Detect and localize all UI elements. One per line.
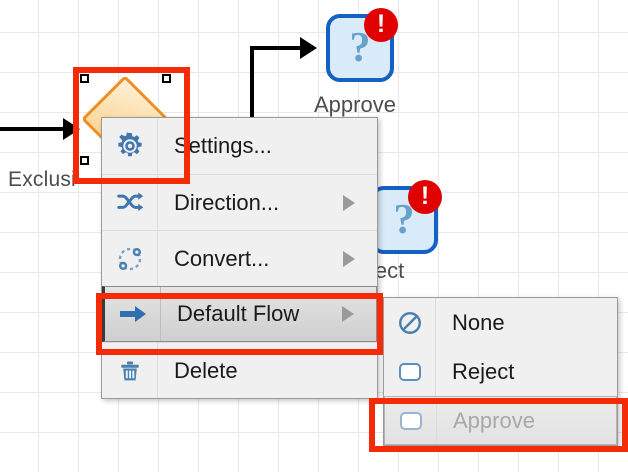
no-entry-icon [384,298,436,347]
approve-node-label: Approve [314,92,396,117]
task-icon [385,397,437,444]
error-badge-icon: ! [364,8,398,42]
gateway-label: Exclusi [8,168,76,191]
exclusive-gateway-node[interactable] [80,74,172,166]
question-mark-icon: ? [349,25,371,71]
chevron-right-icon [343,250,377,267]
submenu-item-label: None [452,309,505,335]
approve-node[interactable]: ? ! [326,8,398,82]
menu-item-label: Settings... [174,133,272,158]
incoming-connector-line [0,127,66,131]
context-menu[interactable]: Settings... Direction... [101,117,378,399]
gear-icon [102,118,158,174]
trash-icon [102,343,158,398]
menu-item-label: Delete [174,357,238,383]
gateway-to-approve-vertical [250,46,254,128]
menu-item-label: Direction... [174,189,280,215]
question-mark-icon: ? [393,197,415,243]
shuffle-icon [102,175,158,230]
chevron-right-icon [343,194,377,211]
arrow-right-icon [105,287,161,341]
resize-handle-top-right[interactable] [162,74,171,83]
submenu-item-label: Approve [453,407,535,433]
menu-item-convert[interactable]: Convert... [102,230,377,286]
resize-handle-top-left[interactable] [80,74,89,83]
submenu-item-reject[interactable]: Reject [384,347,617,396]
menu-item-default-flow[interactable]: Default Flow [102,286,377,342]
submenu-item-label: Reject [452,358,515,384]
gateway-to-approve-horizontal [250,46,306,50]
reject-node[interactable]: ? ! [370,180,442,254]
menu-item-label: Default Flow [177,301,300,326]
default-flow-submenu[interactable]: None Reject Approve [383,297,618,446]
task-icon [384,347,436,396]
submenu-item-none[interactable]: None [384,298,617,347]
convert-icon [102,231,158,286]
incoming-connector-arrow [63,118,80,140]
menu-item-direction[interactable]: Direction... [102,174,377,230]
menu-item-settings[interactable]: Settings... [102,118,377,174]
resize-handle-bottom-left[interactable] [80,156,89,165]
submenu-item-approve[interactable]: Approve [384,396,617,445]
menu-item-delete[interactable]: Delete [102,342,377,398]
approve-connector-arrow [300,37,317,59]
error-badge-icon: ! [408,180,442,214]
menu-item-label: Convert... [174,245,270,271]
chevron-right-icon [342,306,376,322]
